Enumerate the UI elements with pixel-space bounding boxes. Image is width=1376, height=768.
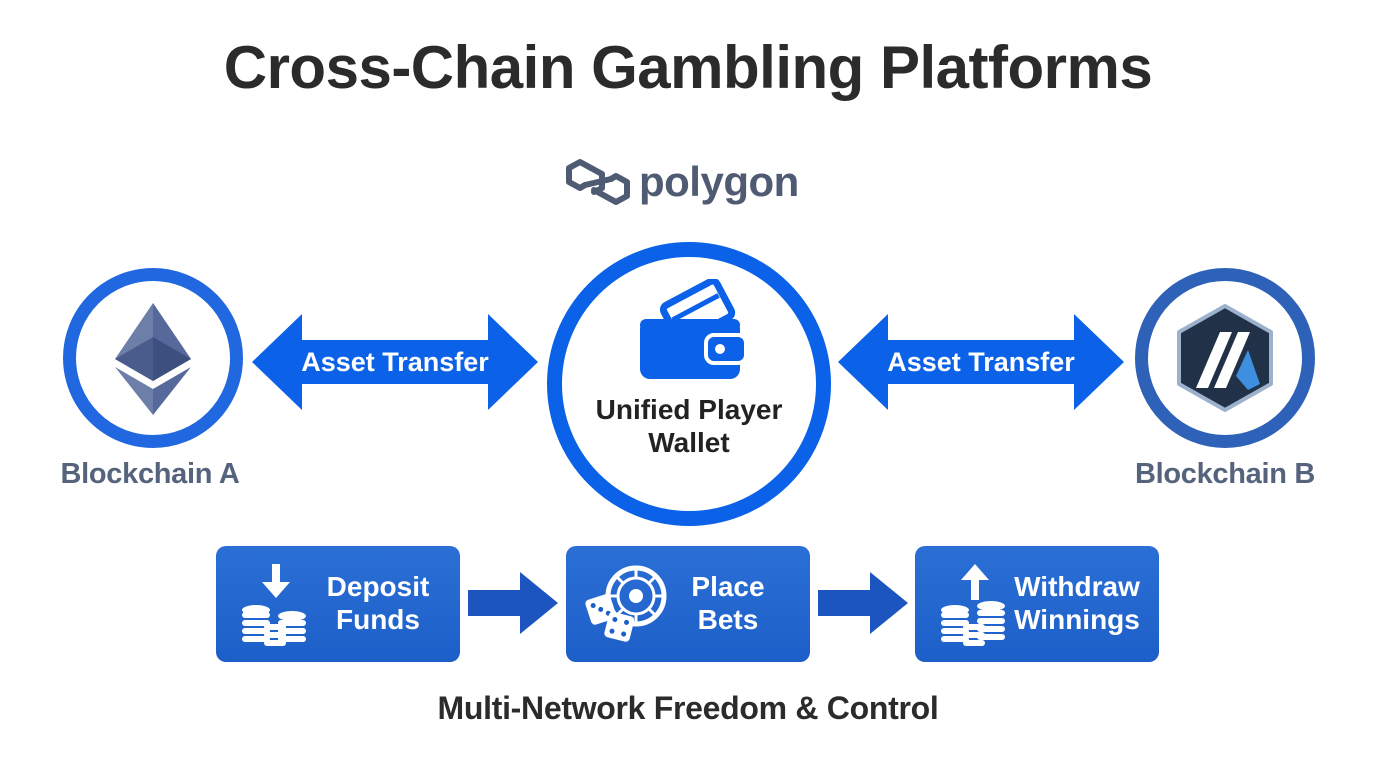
blockchain-a-label: Blockchain A	[60, 458, 240, 490]
brand-name: polygon	[639, 158, 799, 205]
dice-roulette-icon	[585, 565, 667, 642]
blockchain-a-node	[63, 268, 243, 448]
asset-transfer-label-left: Asset Transfer	[301, 347, 489, 377]
step-1-line2: Funds	[336, 604, 420, 635]
step-withdraw-text: Withdraw Winnings	[1011, 570, 1143, 636]
blockchain-b-node	[1135, 268, 1315, 448]
unified-wallet-hub	[547, 242, 831, 526]
step-1-line1: Deposit	[326, 571, 430, 602]
ethereum-icon	[115, 303, 191, 415]
step-2-line1: Place	[691, 571, 765, 602]
step-deposit-text: Deposit Funds	[312, 570, 444, 636]
deposit-coins-icon	[242, 564, 306, 646]
asset-transfer-label-right: Asset Transfer	[887, 347, 1075, 377]
step-bets-text: Place Bets	[662, 570, 794, 636]
step-deposit-funds: Deposit Funds	[216, 546, 460, 662]
step-3-line1: Withdraw	[1014, 571, 1140, 602]
hub-label-line2: Wallet	[648, 427, 730, 458]
hub-label: Unified Player Wallet	[560, 393, 818, 459]
flow-arrow-2	[818, 572, 908, 634]
hub-label-line1: Unified Player	[595, 394, 783, 425]
flow-arrow-1	[468, 572, 558, 634]
arbitrum-icon	[1177, 304, 1273, 412]
polygon-brand: polygon	[565, 150, 825, 214]
asset-transfer-arrow-right	[838, 314, 1124, 410]
step-withdraw-winnings: Withdraw Winnings	[915, 546, 1159, 662]
step-2-line2: Bets	[697, 604, 759, 635]
footer-tagline: Multi-Network Freedom & Control	[437, 690, 939, 726]
polygon-logo-icon	[566, 159, 630, 205]
blockchain-b-label: Blockchain B	[1134, 458, 1316, 490]
wallet-icon	[640, 279, 746, 379]
asset-transfer-arrow-left	[252, 314, 538, 410]
step-place-bets: Place Bets	[566, 546, 810, 662]
withdraw-coins-icon	[941, 564, 1005, 646]
page-title: Cross-Chain Gambling Platforms	[223, 34, 1153, 101]
step-3-line2: Winnings	[1014, 604, 1140, 635]
